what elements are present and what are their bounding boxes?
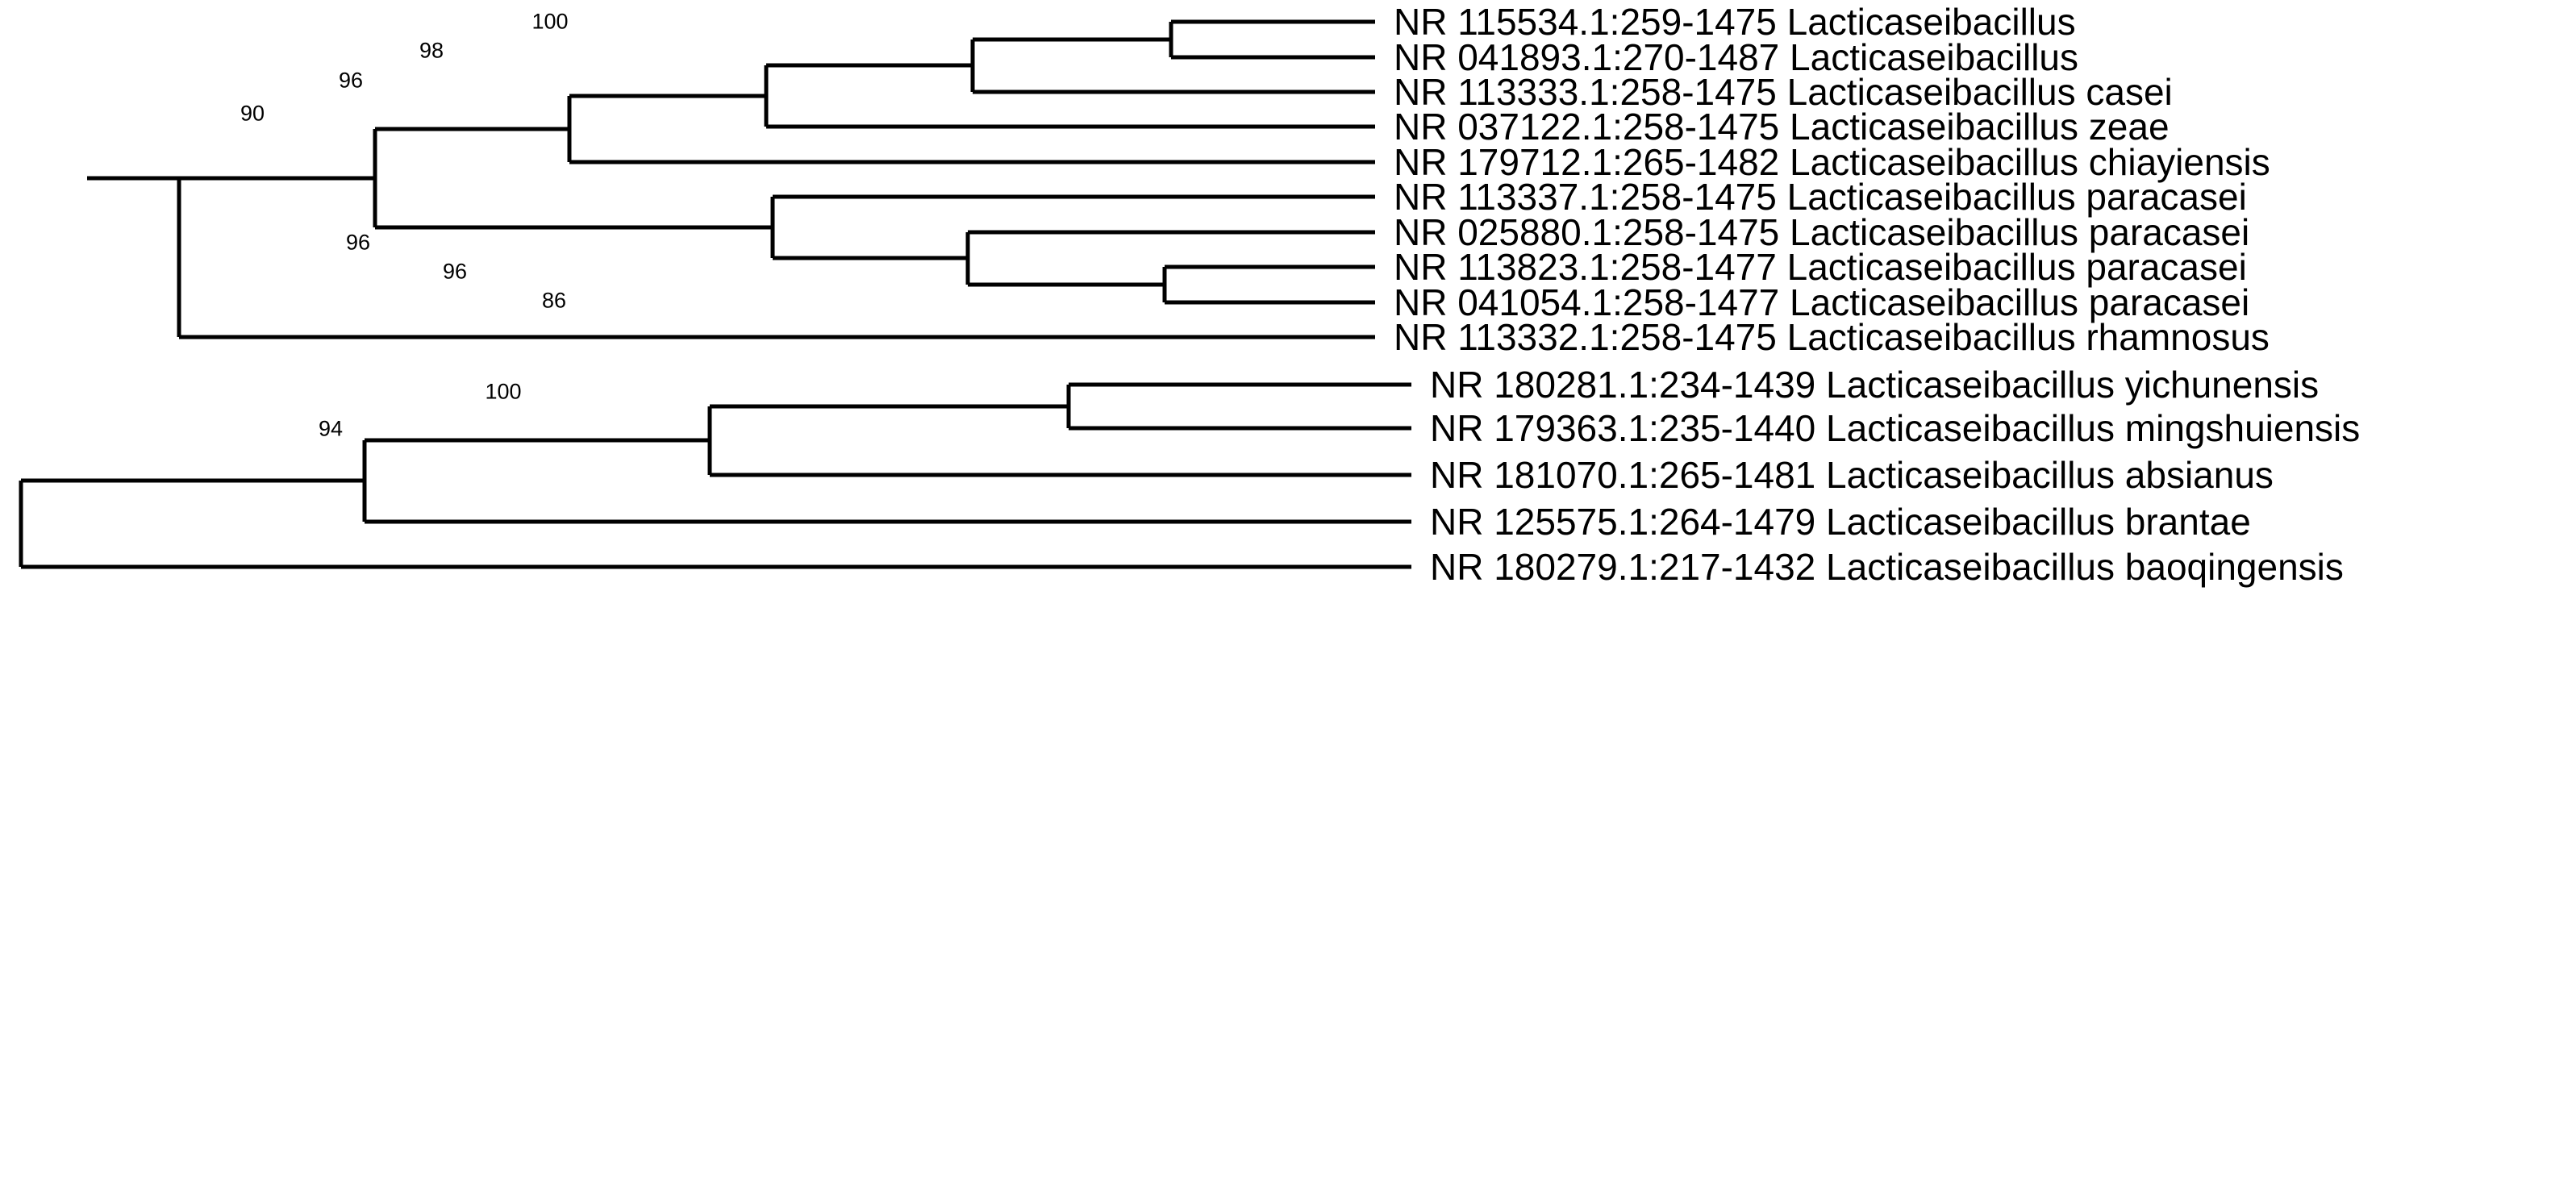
tip-label-t12: NR 179363.1:235-1440 Lacticaseibacillus … [1430, 407, 2361, 449]
tip-label-t3: NR 113333.1:258-1475 Lacticaseibacillus … [1394, 71, 2173, 113]
tip-label-t6: NR 113337.1:258-1475 Lacticaseibacillus … [1394, 176, 2247, 218]
tip-label-t10: NR 113332.1:258-1475 Lacticaseibacillus … [1394, 316, 2270, 358]
support-label-n90: 90 [240, 101, 265, 126]
tip-label-t9: NR 041054.1:258-1477 Lacticaseibacillus … [1394, 281, 2250, 323]
tip-label-t13: NR 181070.1:265-1481 Lacticaseibacillus … [1430, 454, 2274, 496]
tip-label-t7: NR 025880.1:258-1475 Lacticaseibacillus … [1394, 211, 2250, 253]
tip-label-t4: NR 037122.1:258-1475 Lacticaseibacillus … [1394, 106, 2170, 148]
tip-label-t11: NR 180281.1:234-1439 Lacticaseibacillus … [1430, 364, 2320, 406]
support-label-n100a: 100 [531, 9, 569, 34]
tip-label-t2: NR 041893.1:270-1487 Lacticaseibacillus [1394, 36, 2079, 78]
tip-label-t1: NR 115534.1:259-1475 Lacticaseibacillus [1394, 1, 2076, 43]
tip-label-t15: NR 180279.1:217-1432 Lacticaseibacillus … [1430, 546, 2344, 588]
tip-label-t14: NR 125575.1:264-1479 Lacticaseibacillus … [1430, 501, 2251, 543]
support-label-n100b: 100 [485, 379, 522, 404]
tip-label-t8: NR 113823.1:258-1477 Lacticaseibacillus … [1394, 246, 2247, 288]
support-label-n96c: 96 [442, 259, 468, 284]
support-label-n98: 98 [419, 38, 444, 63]
support-label-n96b: 96 [345, 230, 371, 255]
tip-label-t5: NR 179712.1:265-1482 Lacticaseibacillus … [1394, 141, 2270, 183]
support-label-n96a: 96 [338, 68, 364, 93]
support-label-n94: 94 [318, 416, 344, 441]
support-label-n86: 86 [541, 288, 567, 313]
